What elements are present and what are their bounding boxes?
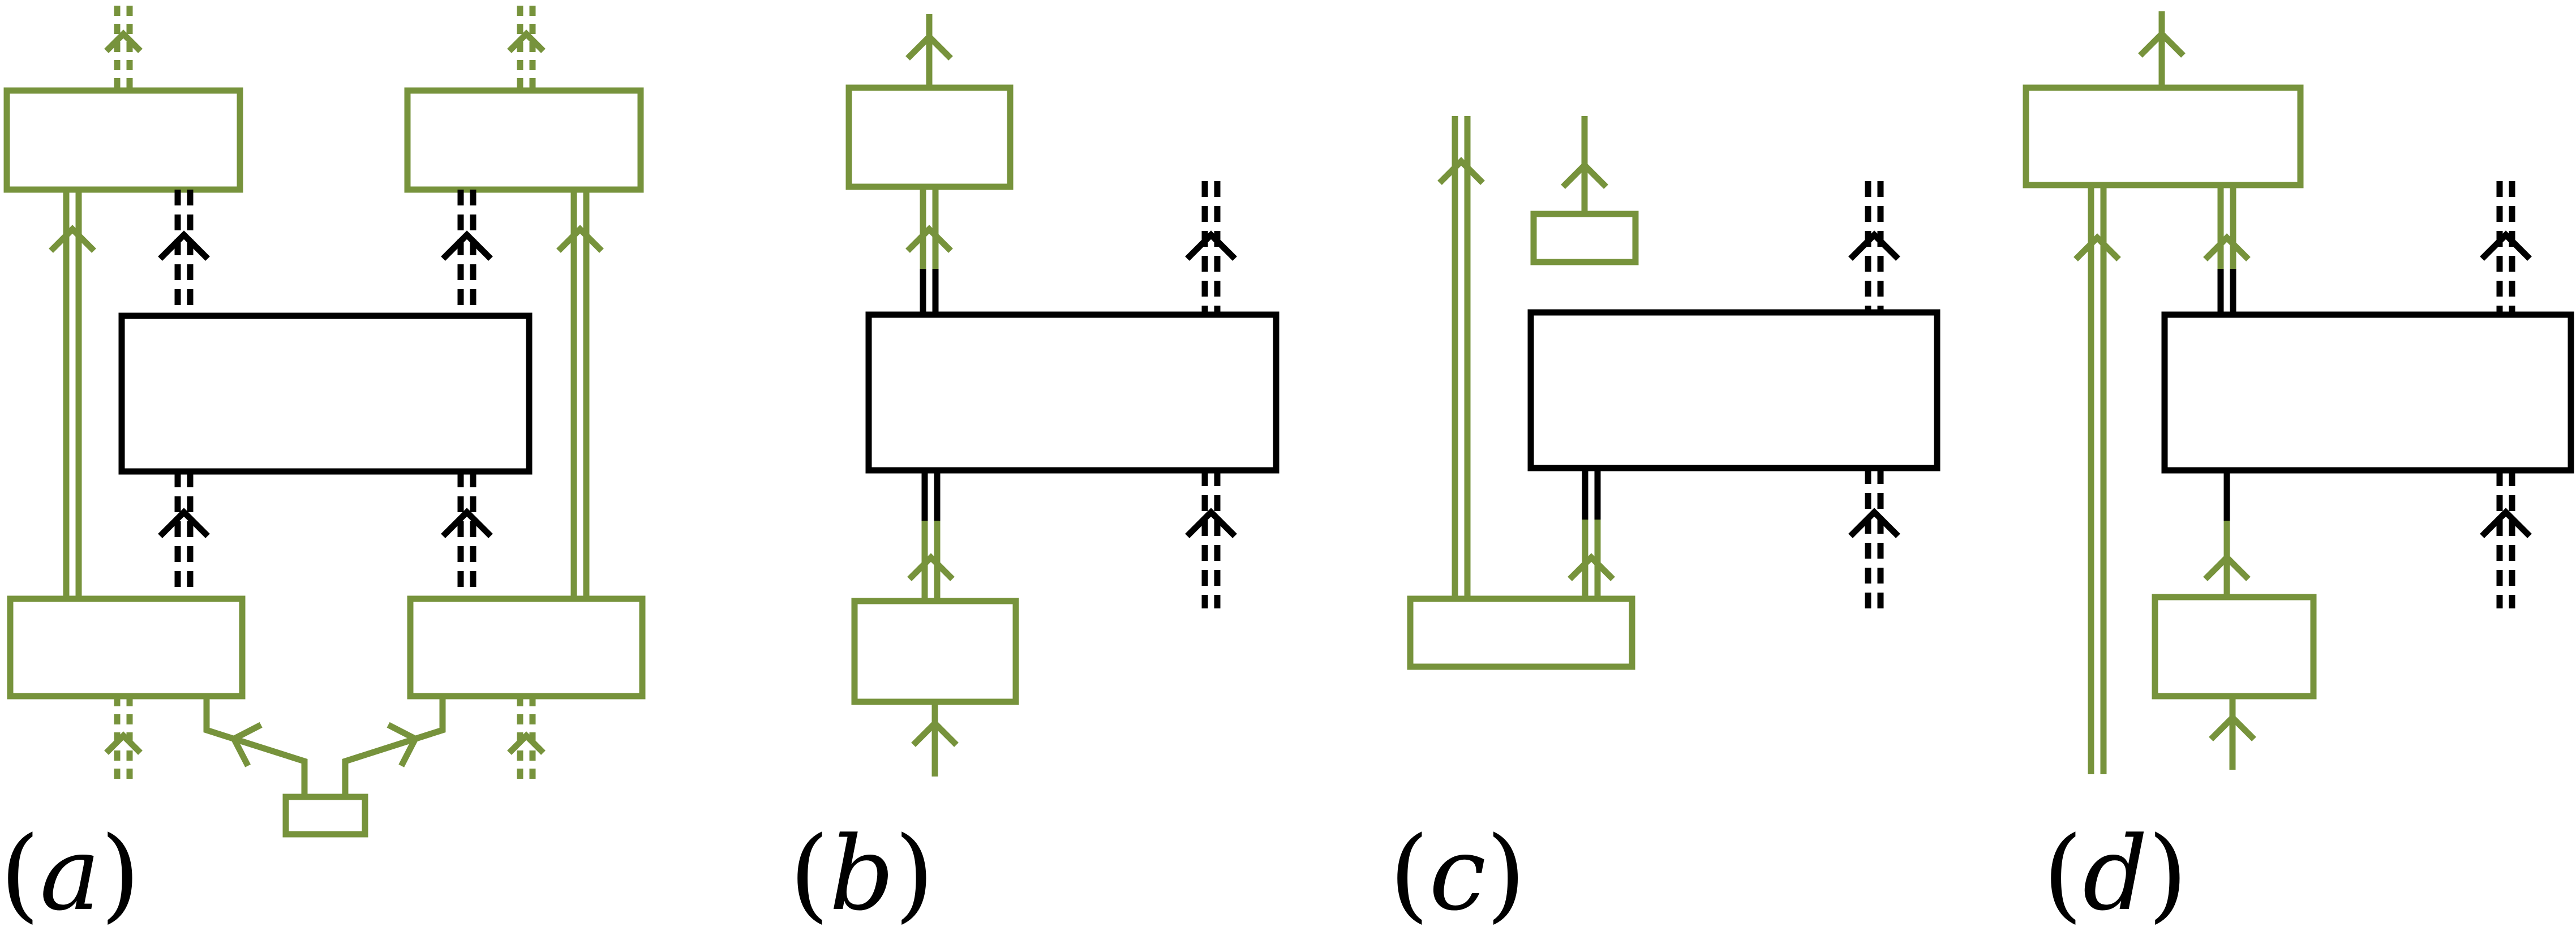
quantum-box bbox=[3, 87, 243, 193]
arrow-icon bbox=[230, 722, 263, 767]
arrow-icon bbox=[441, 230, 493, 261]
arrow-icon bbox=[2203, 233, 2251, 261]
classical-box bbox=[118, 312, 533, 475]
arrow-icon bbox=[911, 719, 959, 747]
arrow-icon bbox=[2138, 29, 2186, 58]
panel-label-a: (a) bbox=[0, 815, 140, 933]
quantum-box bbox=[2152, 594, 2317, 700]
arrow-icon bbox=[905, 32, 953, 61]
quantum-box bbox=[1530, 211, 1639, 265]
arrow-icon bbox=[158, 508, 210, 538]
arrow-icon bbox=[1185, 508, 1237, 538]
arrow-icon bbox=[507, 29, 546, 53]
quantum-box bbox=[845, 84, 1014, 190]
arrow-icon bbox=[104, 731, 143, 755]
source-box bbox=[282, 793, 368, 838]
arrow-icon bbox=[1437, 157, 1485, 185]
arrow-icon bbox=[1561, 161, 1608, 189]
quantum-box bbox=[404, 87, 644, 193]
panel-label-c: (c) bbox=[1389, 815, 1526, 933]
quantum-box bbox=[2023, 84, 2304, 188]
classical-box bbox=[2161, 311, 2574, 474]
arrow-icon bbox=[387, 722, 420, 767]
arrow-icon bbox=[49, 225, 96, 253]
arrow-icon bbox=[556, 225, 604, 253]
arrow-icon bbox=[2480, 508, 2532, 538]
quantum-wire bbox=[342, 696, 446, 797]
quantum-wire bbox=[203, 696, 308, 797]
classical-box bbox=[1527, 309, 1940, 471]
arrow-icon bbox=[1848, 230, 1900, 261]
arrow-icon bbox=[2209, 713, 2256, 741]
quantum-box bbox=[1407, 595, 1635, 670]
quantum-box bbox=[7, 595, 246, 700]
arrow-icon bbox=[158, 230, 210, 261]
arrow-icon bbox=[2480, 230, 2532, 261]
arrow-icon bbox=[104, 29, 143, 53]
panel-label-d: (d) bbox=[2043, 815, 2188, 933]
quantum-box bbox=[851, 598, 1019, 705]
arrow-icon bbox=[905, 225, 953, 253]
arrow-icon bbox=[2073, 233, 2121, 261]
arrow-icon bbox=[907, 553, 955, 581]
arrow-icon bbox=[1848, 508, 1900, 538]
arrow-icon bbox=[1185, 230, 1237, 261]
quantum-box bbox=[407, 595, 646, 700]
arrow-icon bbox=[1568, 553, 1615, 581]
classical-box bbox=[865, 311, 1280, 474]
arrow-icon bbox=[507, 731, 546, 755]
arrow-icon bbox=[2203, 553, 2251, 581]
panel-label-b: (b) bbox=[789, 815, 934, 933]
arrow-icon bbox=[441, 508, 493, 538]
